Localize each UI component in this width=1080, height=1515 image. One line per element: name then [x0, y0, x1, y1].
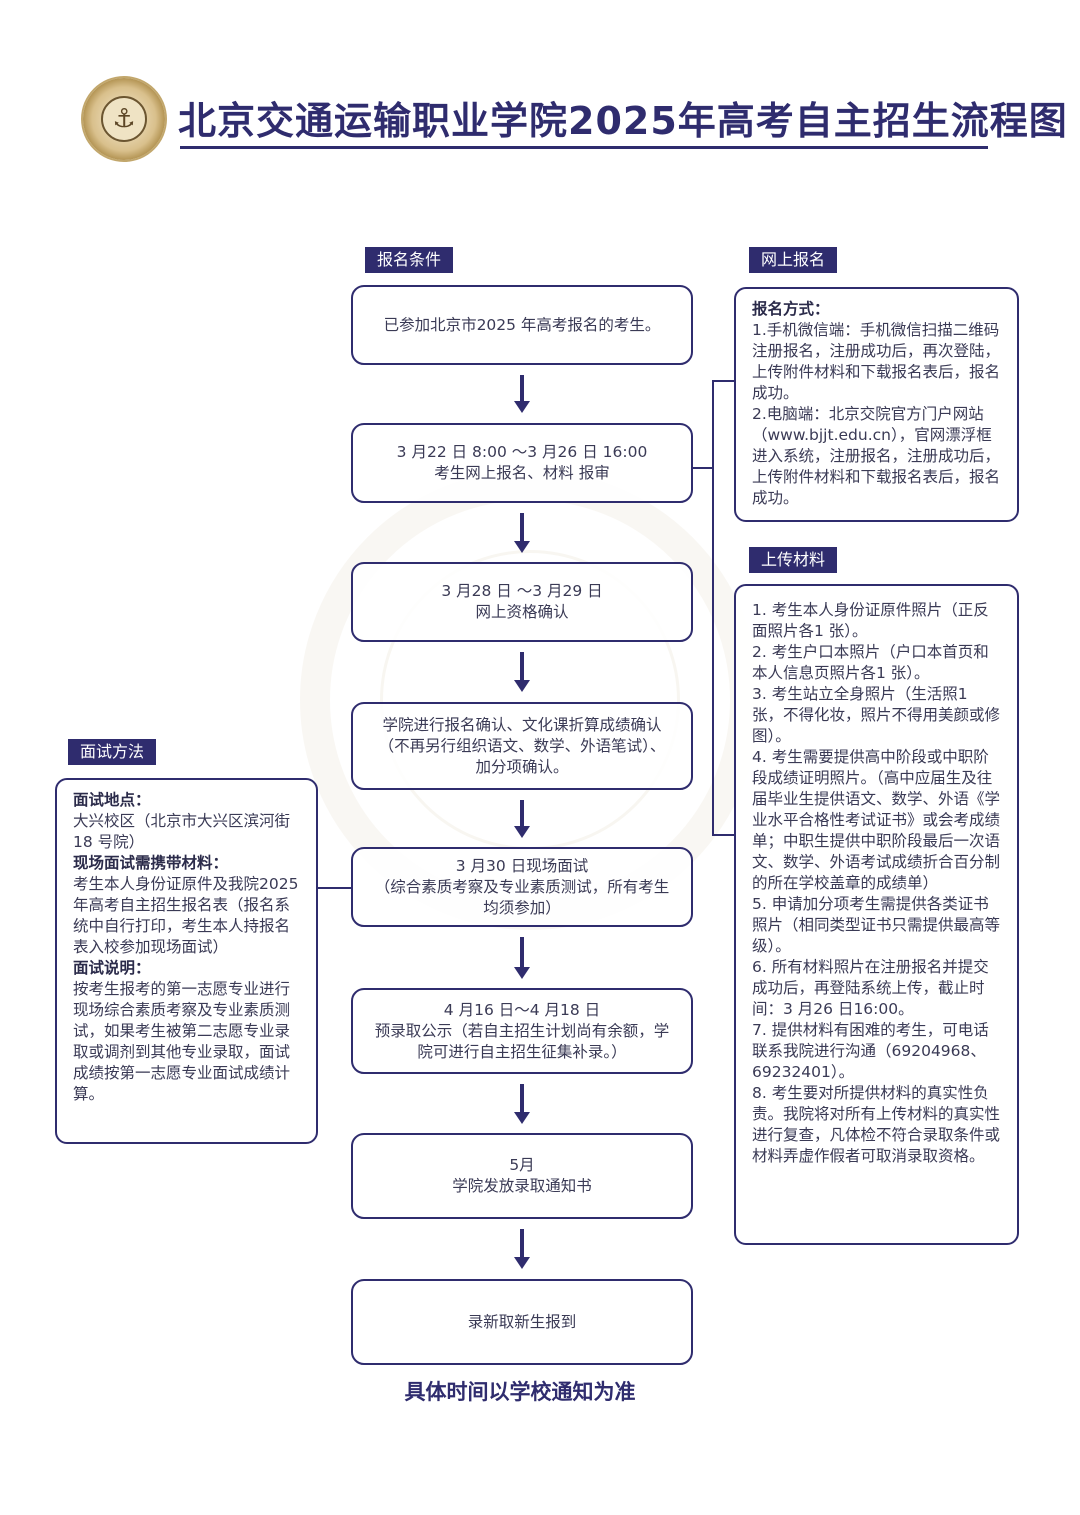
flow-step-6-date: 4 月16 日～4 月18 日 [443, 1000, 601, 1019]
flow-step-3: 3 月28 日 ～3 月29 日 网上资格确认 [351, 562, 693, 642]
flow-step-7: 5月 学院发放录取通知书 [351, 1133, 693, 1219]
interview-notes: 按考生报考的第一志愿专业进行现场综合素质考察及专业素质测试，如果考生被第二志愿专… [73, 980, 291, 1103]
flow-step-2: 3 月22 日 8:00 ～3 月26 日 16:00 考生网上报名、材料 报审 [351, 423, 693, 503]
tag-online: 网上报名 [749, 247, 838, 273]
flow-step-5-text: （综合素质考察及专业素质测试，所有考生均须参加） [374, 877, 670, 917]
flow-step-5: 3 月30 日现场面试 （综合素质考察及专业素质测试，所有考生均须参加） [351, 847, 693, 927]
connector-line [318, 887, 352, 889]
upload-item: 3. 考生站立全身照片（生活照1 张，不得化妆，照片不得用美颜或修图）。 [752, 685, 1001, 745]
down-arrow-icon [514, 1229, 530, 1269]
flow-step-2-text: 考生网上报名、材料 报审 [434, 464, 610, 482]
upload-item: 2. 考生户口本照片（户口本首页和本人信息页照片各1 张）。 [752, 643, 989, 682]
interview-panel: 面试地点： 大兴校区（北京市大兴区滨河街18 号院） 现场面试需携带材料： 考生… [55, 778, 318, 1144]
upload-item: 5. 申请加分项考生需提供各类证书照片（相同类型证书只需提供最高等级）。 [752, 895, 1001, 955]
tag-conditions: 报名条件 [365, 247, 454, 273]
upload-item: 8. 考生要对所提供材料的真实性负责。我院将对所有上传材料的真实性进行复查，凡体… [752, 1084, 1001, 1165]
down-arrow-icon [514, 652, 530, 692]
flow-step-6: 4 月16 日～4 月18 日 预录取公示（若自主招生计划尚有余额，学院可进行自… [351, 988, 693, 1074]
college-logo: ⚓ [83, 78, 165, 160]
flow-step-1-text: 已参加北京市2025 年高考报名的考生。 [383, 315, 661, 334]
flow-step-1: 已参加北京市2025 年高考报名的考生。 [351, 285, 693, 365]
upload-item: 6. 所有材料照片在注册报名并提交成功后，再登陆系统上传，截止时间：3 月26 … [752, 958, 989, 1018]
interview-materials-heading: 现场面试需携带材料： [73, 854, 229, 872]
flow-step-4: 学院进行报名确认、文化课折算成绩确认（不再另行组织语文、数学、外语笔试）、加分项… [351, 702, 693, 790]
upload-item: 1. 考生本人身份证原件照片（正反面照片各1 张）。 [752, 601, 989, 640]
online-heading: 报名方式： [752, 300, 830, 318]
flow-step-4-text: 学院进行报名确认、文化课折算成绩确认（不再另行组织语文、数学、外语笔试）、加分项… [378, 715, 666, 776]
flow-step-3-text: 网上资格确认 [475, 603, 569, 621]
flow-step-5-date: 3 月30 日现场面试 [455, 856, 589, 875]
upload-item: 7. 提供材料有困难的考生，可电话联系我院进行沟通（69204968、69232… [752, 1021, 989, 1081]
online-item: 1.手机微信端：手机微信扫描二维码注册报名，注册成功后，再次登陆，上传附件材料和… [752, 321, 1001, 402]
interview-place-heading: 面试地点： [73, 791, 151, 809]
flow-step-6-text: 预录取公示（若自主招生计划尚有余额，学院可进行自主招生征集补录。） [374, 1021, 670, 1061]
title-underline [180, 146, 988, 149]
down-arrow-icon [514, 937, 530, 979]
down-arrow-icon [514, 513, 530, 553]
tag-upload: 上传材料 [749, 547, 838, 573]
interview-materials: 考生本人身份证原件及我院2025年高考自主招生报名表（报名系统中自行打印，考生本… [73, 875, 299, 956]
logo-emblem: ⚓ [101, 96, 147, 142]
flow-step-2-date: 3 月22 日 8:00 ～3 月26 日 16:00 [396, 443, 648, 461]
connector-line [712, 834, 734, 836]
tag-interview: 面试方法 [68, 739, 157, 765]
flow-step-8-text: 录新取新生报到 [467, 1312, 577, 1331]
interview-notes-heading: 面试说明： [73, 959, 151, 977]
connector-line [712, 380, 734, 382]
down-arrow-icon [514, 1084, 530, 1124]
upload-item: 4. 考生需要提供高中阶段或中职阶段成绩证明照片。（高中应届生及往届毕业生提供语… [752, 748, 1001, 892]
interview-place: 大兴校区（北京市大兴区滨河街18 号院） [73, 812, 291, 851]
connector-line [693, 467, 713, 469]
connector-line [712, 380, 714, 836]
down-arrow-icon [514, 375, 530, 413]
anchor-icon: ⚓ [112, 104, 136, 134]
page-title: 北京交通运输职业学院2025年高考自主招生流程图 [178, 99, 1068, 143]
online-item: 2.电脑端：北京交院官方门户网站（www.bjjt.edu.cn），官网漂浮框进… [752, 405, 1001, 507]
flow-step-8: 录新取新生报到 [351, 1279, 693, 1365]
down-arrow-icon [514, 800, 530, 838]
online-registration-panel: 报名方式： 1.手机微信端：手机微信扫描二维码注册报名，注册成功后，再次登陆，上… [734, 287, 1019, 522]
flow-step-3-date: 3 月28 日 ～3 月29 日 [441, 582, 603, 600]
upload-materials-panel: 1. 考生本人身份证原件照片（正反面照片各1 张）。 2. 考生户口本照片（户口… [734, 584, 1019, 1245]
flow-step-7-date: 5月 [509, 1156, 535, 1174]
footer-note: 具体时间以学校通知为准 [404, 1380, 636, 1404]
flow-step-7-text: 学院发放录取通知书 [452, 1177, 592, 1195]
